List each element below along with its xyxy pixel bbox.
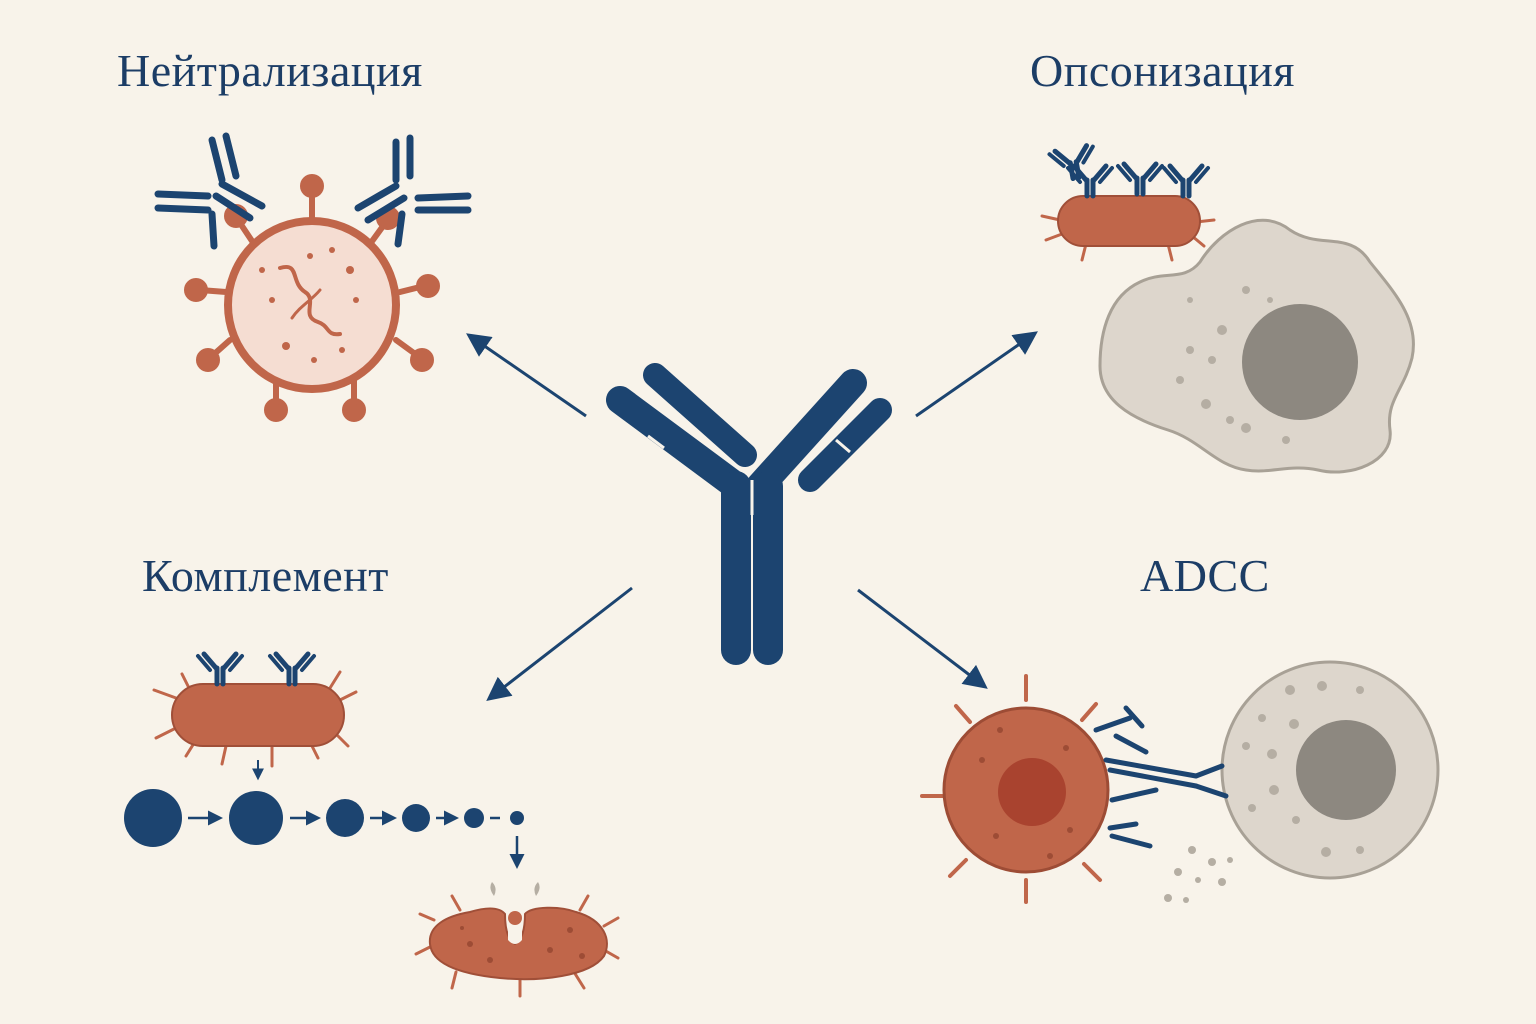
arrow-to-neutralization: [466, 333, 587, 418]
arrow-to-complement: [486, 586, 633, 701]
label-complement: Комплемент: [142, 550, 389, 601]
arrow-to-opsonization: [915, 331, 1038, 418]
adcc-nk-cell-icon: [920, 660, 1440, 904]
neutralization-virus-icon: [154, 132, 472, 422]
label-opsonization: Опсонизация: [1030, 45, 1295, 96]
opsonization-macrophage-icon: [1040, 145, 1415, 474]
arrows: [466, 331, 1038, 701]
complement-bacterium-lysis-icon: [124, 654, 620, 998]
label-adcc: ADCC: [1140, 550, 1270, 601]
center-antibody-icon: [606, 363, 892, 665]
arrow-to-adcc: [857, 588, 988, 689]
label-neutralization: Нейтрализация: [117, 45, 423, 96]
